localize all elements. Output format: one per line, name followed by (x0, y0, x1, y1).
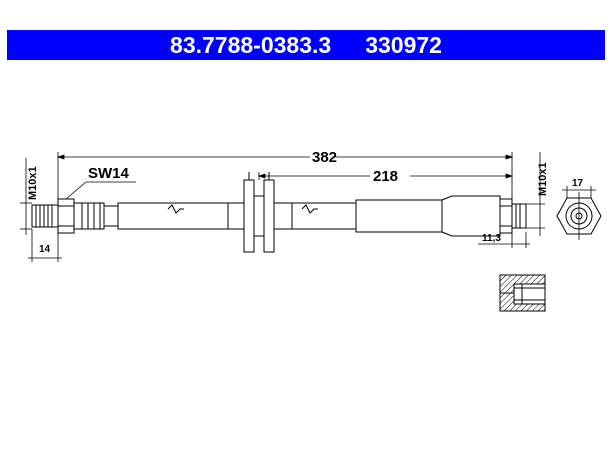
partial-length-label: 218 (373, 168, 398, 185)
overall-length-dimension (56, 152, 514, 199)
right-end-dimension-label: 11,3 (482, 233, 501, 244)
overall-length-label: 382 (312, 149, 337, 166)
right-fitting (355, 195, 527, 237)
alt-number: 330972 (365, 31, 442, 58)
right-end-dimension (478, 232, 530, 248)
left-fitting (31, 198, 119, 234)
end-view-dimension-label: 17 (572, 178, 584, 189)
break-marks (167, 204, 318, 214)
middle-bracket (227, 172, 293, 253)
wrench-size-label: SW14 (88, 165, 130, 182)
thread-label-left: M10x1 (27, 166, 39, 200)
left-end-dimension (28, 229, 62, 262)
title-bar: 83.7788-0383.3 330972 (7, 30, 605, 60)
right-thread-dimension (526, 152, 545, 236)
end-view-dimension (562, 186, 596, 240)
wrench-size-leader (65, 181, 87, 200)
thread-label-right: M10x1 (537, 162, 549, 196)
left-thread-dimension (20, 158, 32, 235)
part-number: 83.7788-0383.3 (170, 31, 332, 58)
section-detail (499, 274, 546, 312)
left-end-dimension-label: 14 (39, 244, 51, 255)
partial-length-dimension (257, 172, 514, 180)
